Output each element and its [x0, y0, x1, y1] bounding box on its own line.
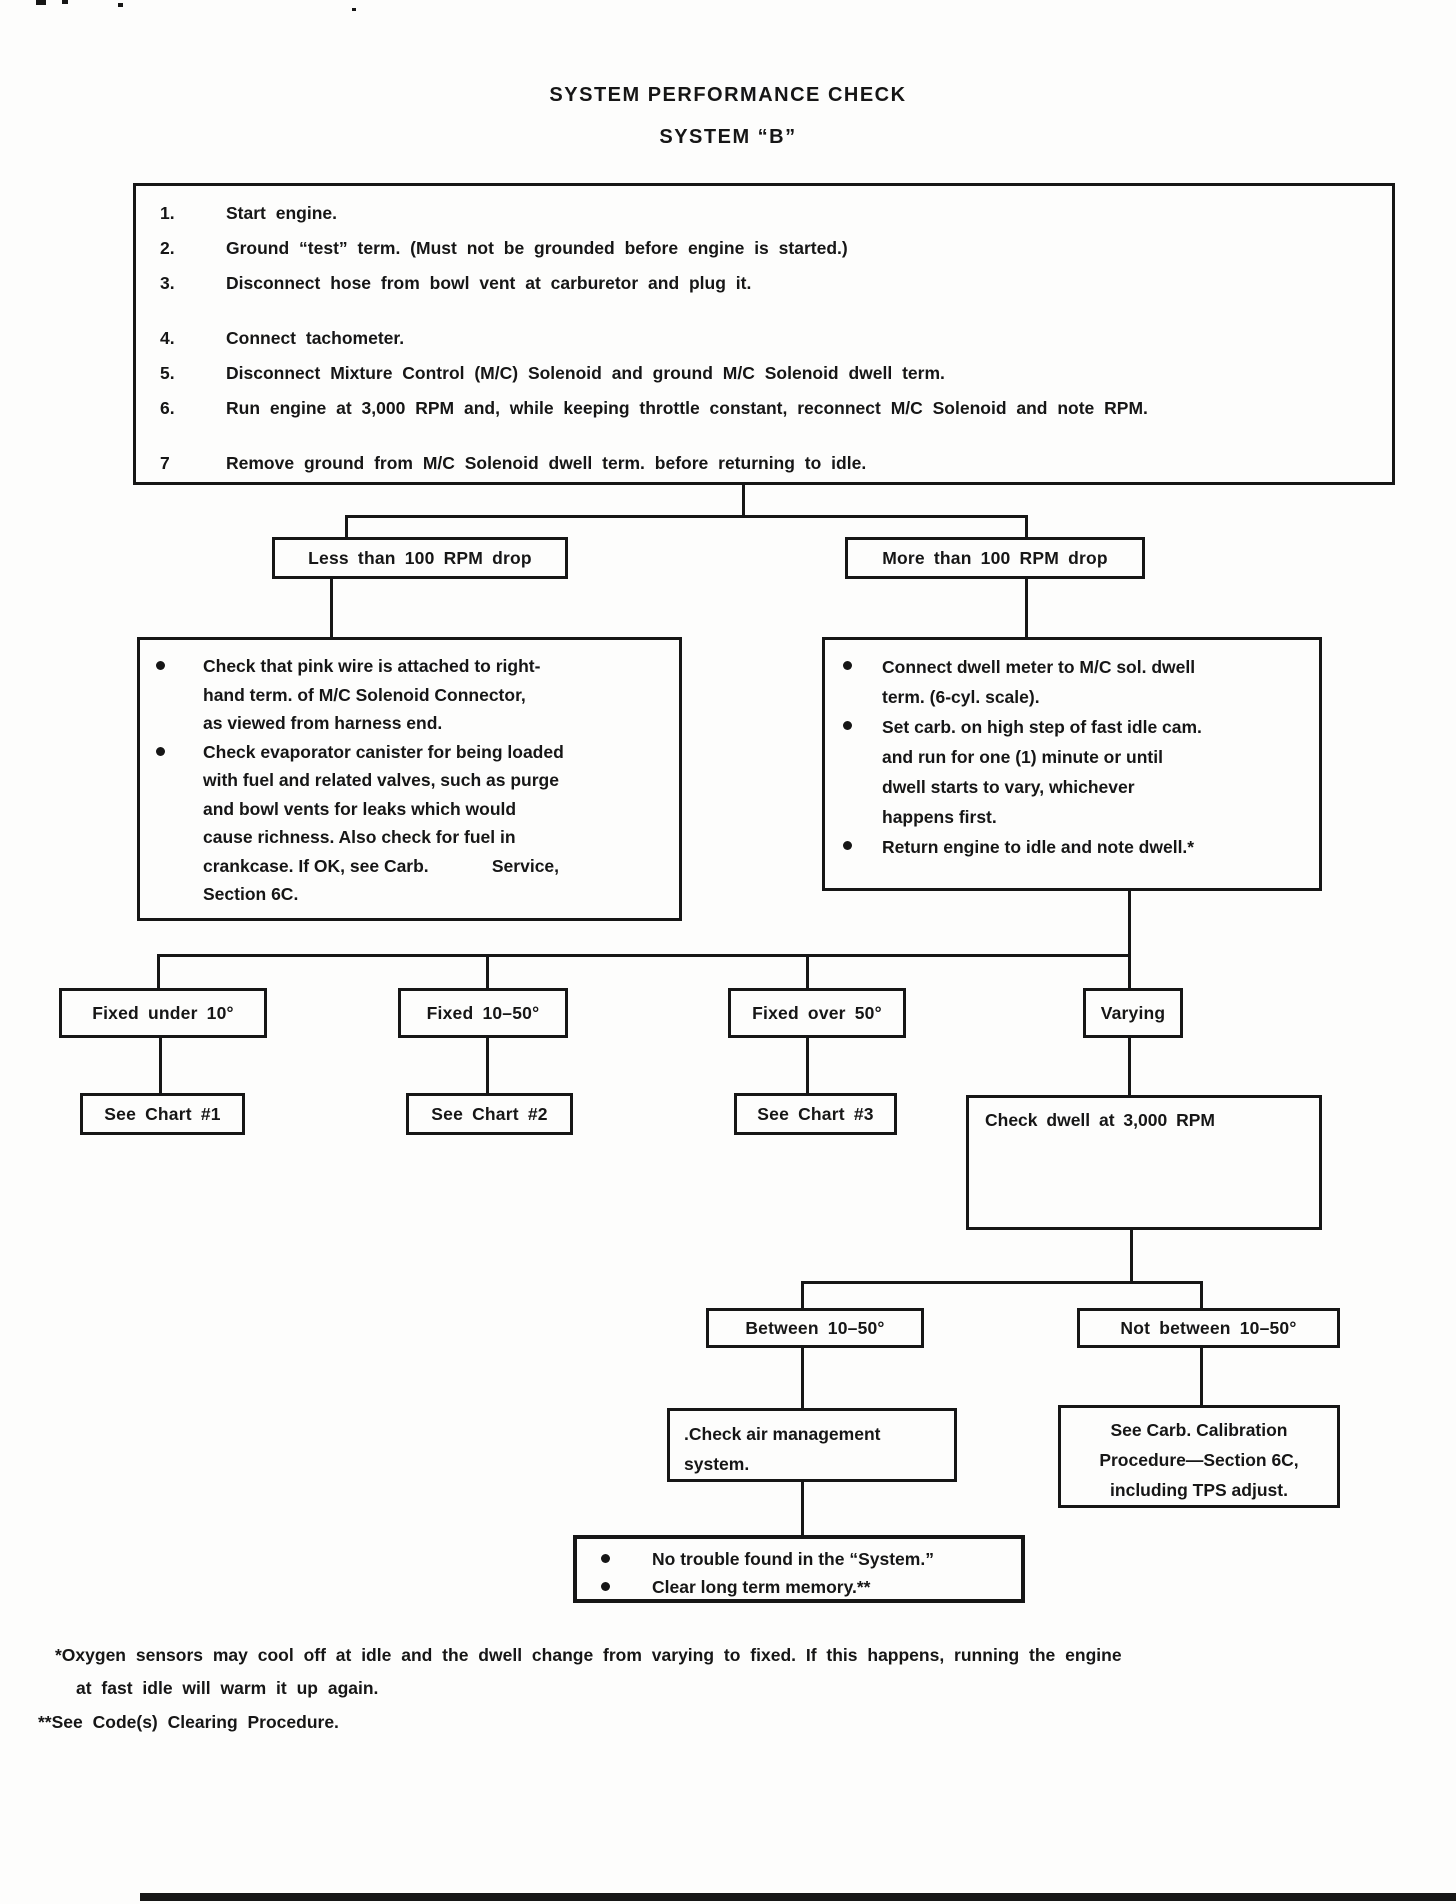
step-number: 1. — [160, 203, 175, 223]
step-text: Disconnect Mixture Control (M/C) Solenoi… — [226, 363, 945, 383]
procedure-steps-list: 1. Start engine. 2. Ground “test” term. (M… — [136, 186, 1392, 481]
step-number: 7 — [160, 453, 170, 473]
scan-speck — [36, 0, 46, 5]
step-text: Ground “test” term. (Must not be grounde… — [226, 238, 848, 258]
connector-line — [806, 1038, 809, 1093]
connector-line — [1200, 1281, 1203, 1308]
branch-more-than-100rpm: More than 100 RPM drop — [845, 537, 1145, 579]
page-title: SYSTEM PERFORMANCE CHECK — [549, 84, 907, 106]
procedure-step: 6. Run engine at 3,000 RPM and, while kee… — [160, 391, 1372, 426]
step-number: 6. — [160, 398, 175, 418]
step-text: Disconnect hose from bowl vent at carbur… — [226, 273, 752, 293]
connector-line — [801, 1281, 1203, 1284]
step-text: Connect tachometer. — [226, 328, 405, 348]
connector-line — [159, 1038, 162, 1093]
see-chart-2: See Chart #2 — [406, 1093, 573, 1135]
connector-line — [1128, 891, 1131, 956]
bullet-icon — [843, 841, 852, 850]
check-air-management-box: .Check air management system. — [667, 1408, 957, 1482]
final-item-text: Clear long term memory.** — [652, 1577, 871, 1597]
scan-speck — [118, 3, 123, 7]
result-fixed-over-50: Fixed over 50° — [728, 988, 906, 1038]
step-number: 2. — [160, 238, 175, 258]
check-item: Return engine to idle and note dwell.* — [825, 832, 1319, 862]
result-fixed-10-50: Fixed 10–50° — [398, 988, 568, 1038]
step-number: 3. — [160, 273, 175, 293]
connector-line — [801, 1281, 804, 1308]
result-fixed-under-10: Fixed under 10° — [59, 988, 267, 1038]
check-item: Connect dwell meter to M/C sol. dwell te… — [825, 652, 1319, 712]
footnote-codes-clearing: **See Code(s) Clearing Procedure. — [38, 1712, 339, 1732]
connector-line — [801, 1348, 804, 1408]
footnote-oxygen-sensors-2: at fast idle will warm it up again. — [76, 1678, 379, 1698]
no-trouble-found-box: No trouble found in the “System.” Clear … — [573, 1535, 1025, 1603]
connector-line — [157, 954, 160, 988]
check-dwell-3000rpm-box: Check dwell at 3,000 RPM — [966, 1095, 1322, 1230]
check-air-text: .Check air management system. — [684, 1424, 881, 1474]
step-number: 5. — [160, 363, 175, 383]
result-varying: Varying — [1083, 988, 1183, 1038]
step-number: 4. — [160, 328, 175, 348]
check-item: Check that pink wire is attached to righ… — [140, 652, 679, 738]
procedure-step: 7 Remove ground from M/C Solenoid dwell t… — [160, 446, 1372, 481]
result-not-between-10-50: Not between 10–50° — [1077, 1308, 1340, 1348]
step-text: Run engine at 3,000 RPM and, while keepi… — [226, 398, 1148, 418]
check-item-text: Set carb. on high step of fast idle cam.… — [882, 717, 1202, 827]
pink-wire-canister-check-box: Check that pink wire is attached to righ… — [137, 637, 682, 921]
connector-line — [806, 954, 809, 988]
connector-line — [742, 483, 745, 517]
scan-speck — [62, 0, 68, 4]
bullet-icon — [156, 661, 165, 670]
connector-line — [801, 1482, 804, 1535]
page-subtitle: SYSTEM “B” — [659, 126, 797, 148]
footnote-oxygen-sensors: *Oxygen sensors may cool off at idle and… — [55, 1645, 1122, 1665]
bullet-icon — [601, 1582, 610, 1591]
step-text: Start engine. — [226, 203, 337, 223]
check-item-text: Connect dwell meter to M/C sol. dwell te… — [882, 657, 1196, 707]
connector-line — [1128, 954, 1131, 988]
bullet-icon — [601, 1554, 610, 1563]
bullet-icon — [843, 721, 852, 730]
connector-line — [1025, 579, 1028, 637]
procedure-step: 4. Connect tachometer. — [160, 321, 1372, 356]
check-item: Set carb. on high step of fast idle cam.… — [825, 712, 1319, 832]
procedure-step: 3. Disconnect hose from bowl vent at carb… — [160, 266, 1372, 301]
connector-line — [345, 515, 1028, 518]
see-chart-3: See Chart #3 — [734, 1093, 897, 1135]
page-edge-artifact — [140, 1893, 1456, 1901]
procedure-step: 5. Disconnect Mixture Control (M/C) Solen… — [160, 356, 1372, 391]
check-item-text: Check evaporator canister for being load… — [203, 741, 564, 905]
connector-line — [345, 515, 348, 537]
branch-less-than-100rpm: Less than 100 RPM drop — [272, 537, 568, 579]
dwell-meter-check-box: Connect dwell meter to M/C sol. dwell te… — [822, 637, 1322, 891]
step-text: Remove ground from M/C Solenoid dwell te… — [226, 453, 867, 473]
see-chart-1: See Chart #1 — [80, 1093, 245, 1135]
check-item: Check evaporator canister for being load… — [140, 738, 679, 909]
connector-line — [486, 1038, 489, 1093]
connector-line — [1130, 1230, 1133, 1283]
check-dwell-text: Check dwell at 3,000 RPM — [985, 1110, 1215, 1130]
connector-line — [1025, 515, 1028, 537]
bullet-icon — [843, 661, 852, 670]
scan-speck — [352, 8, 356, 11]
final-item: No trouble found in the “System.” — [577, 1545, 1021, 1573]
procedure-steps-box: 1. Start engine. 2. Ground “test” term. (M… — [133, 183, 1395, 485]
see-carb-calibration-box: See Carb. Calibration Procedure—Section … — [1058, 1405, 1340, 1508]
check-item-text: Return engine to idle and note dwell.* — [882, 837, 1195, 857]
bullet-icon — [156, 746, 165, 756]
connector-line — [1200, 1348, 1203, 1405]
procedure-step: 1. Start engine. — [160, 196, 1372, 231]
final-item-text: No trouble found in the “System.” — [652, 1549, 934, 1569]
procedure-step: 2. Ground “test” term. (Must not be groun… — [160, 231, 1372, 266]
check-item-text: Check that pink wire is attached to righ… — [203, 656, 541, 733]
connector-line — [1128, 1038, 1131, 1095]
final-item: Clear long term memory.** — [577, 1573, 1021, 1601]
connector-line — [157, 954, 1131, 957]
see-carb-text: See Carb. Calibration Procedure—Section … — [1099, 1420, 1299, 1500]
result-between-10-50: Between 10–50° — [706, 1308, 924, 1348]
connector-line — [486, 954, 489, 988]
connector-line — [330, 579, 333, 637]
